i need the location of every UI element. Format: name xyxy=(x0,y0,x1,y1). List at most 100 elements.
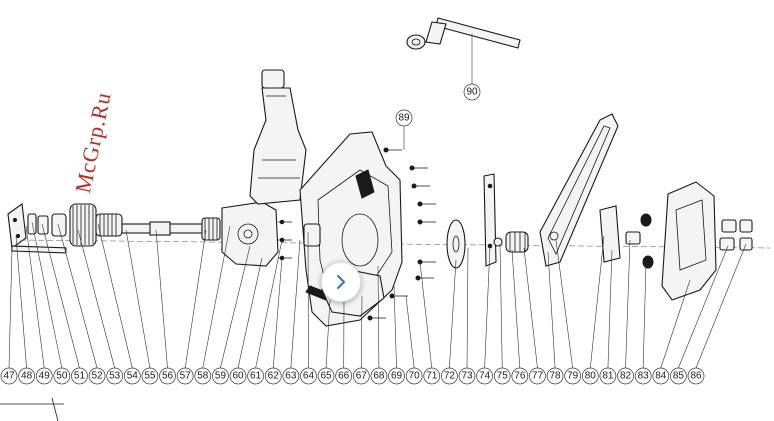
leader-line xyxy=(237,257,263,369)
callout-77-label: 77 xyxy=(532,371,544,382)
leader-line xyxy=(499,243,503,369)
callout-74-label: 74 xyxy=(479,371,491,382)
callout-57 xyxy=(176,367,194,385)
callout-69-label: 69 xyxy=(391,371,403,382)
callout-48-label: 48 xyxy=(21,371,33,382)
callout-84-label: 84 xyxy=(655,371,667,382)
callout-75 xyxy=(493,367,511,385)
leader-line xyxy=(466,247,469,369)
part-clutch-plate xyxy=(446,173,497,269)
leader-line xyxy=(625,239,631,369)
callout-48 xyxy=(18,367,35,385)
leader-line xyxy=(393,285,397,369)
callout-85-label: 85 xyxy=(673,371,685,382)
part-t-wrench xyxy=(406,17,521,50)
callout-80 xyxy=(581,367,599,385)
leader-line xyxy=(547,251,556,369)
callout-74 xyxy=(476,367,493,385)
callout-78-label: 78 xyxy=(550,371,562,382)
leader-line xyxy=(642,261,647,369)
callout-58 xyxy=(194,367,212,385)
callout-62-label: 62 xyxy=(268,371,280,382)
part-guide-bar xyxy=(539,113,619,267)
leader-line xyxy=(449,259,457,369)
callout-66-label: 66 xyxy=(338,371,350,382)
callout-52 xyxy=(88,367,106,385)
callout-71 xyxy=(423,367,441,385)
callout-81-label: 81 xyxy=(602,371,614,382)
leader-line xyxy=(523,247,538,369)
callout-67-label: 67 xyxy=(356,371,368,382)
callout-73 xyxy=(458,367,476,385)
callout-53-label: 53 xyxy=(109,371,121,382)
next-page-button[interactable] xyxy=(321,262,361,302)
callout-63 xyxy=(282,367,300,385)
part-oil-tank xyxy=(249,69,307,205)
callout-69 xyxy=(388,367,405,385)
callout-51 xyxy=(71,367,88,385)
callout-75-label: 75 xyxy=(497,371,509,382)
callout-90 xyxy=(463,83,481,101)
callout-83 xyxy=(634,367,652,385)
leader-line xyxy=(484,245,491,369)
callout-53 xyxy=(106,367,124,385)
leader-line xyxy=(695,243,747,369)
leader-line xyxy=(8,247,13,369)
callout-77 xyxy=(529,367,546,385)
chevron-right-icon xyxy=(337,275,345,289)
callout-71-label: 71 xyxy=(426,371,438,382)
leader-line xyxy=(419,261,433,369)
callout-72-label: 72 xyxy=(444,371,456,382)
callout-56-label: 56 xyxy=(162,371,174,382)
leader-line xyxy=(405,295,415,369)
callout-89 xyxy=(395,109,413,127)
callout-47-label: 47 xyxy=(3,371,15,382)
assembly-axis xyxy=(19,239,771,249)
callout-60 xyxy=(229,367,247,385)
callout-82-label: 82 xyxy=(620,371,632,382)
callout-61-label: 61 xyxy=(250,371,262,382)
callout-65 xyxy=(317,367,335,385)
leader-line xyxy=(290,239,301,369)
leader-line xyxy=(361,295,363,369)
callout-59 xyxy=(212,367,229,385)
callout-63-label: 63 xyxy=(285,371,297,382)
part-large-gear xyxy=(69,203,123,247)
leader-line xyxy=(272,257,283,369)
callout-54 xyxy=(123,367,141,385)
leader-line xyxy=(607,249,613,369)
leader-line xyxy=(555,239,573,369)
callout-57-label: 57 xyxy=(180,371,192,382)
part-sprocket xyxy=(493,231,529,253)
callout-59-label: 59 xyxy=(215,371,227,382)
leader-line xyxy=(41,223,80,369)
leader-line xyxy=(15,235,27,369)
callout-60-label: 60 xyxy=(232,371,244,382)
callout-56 xyxy=(159,367,176,385)
leader-line xyxy=(511,249,521,369)
leader-line xyxy=(77,229,115,369)
leader-line xyxy=(97,223,133,369)
callout-78 xyxy=(546,367,564,385)
callout-84 xyxy=(652,367,670,385)
leader-line xyxy=(125,229,151,369)
leader-line xyxy=(25,225,45,369)
part-screws xyxy=(367,147,436,321)
callout-79-label: 79 xyxy=(567,371,579,382)
callout-89-label: 89 xyxy=(398,113,410,124)
callout-90-label: 90 xyxy=(466,87,478,98)
callout-68 xyxy=(370,367,388,385)
callout-86-label: 86 xyxy=(690,371,702,382)
leader-lines xyxy=(8,221,747,369)
leader-line xyxy=(31,221,63,369)
part-tensioner xyxy=(599,205,654,269)
callout-50-label: 50 xyxy=(56,371,68,382)
callout-76 xyxy=(511,367,529,385)
callout-55-label: 55 xyxy=(144,371,156,382)
callout-61 xyxy=(247,367,264,385)
page-corner-mark xyxy=(0,397,64,421)
callout-70-label: 70 xyxy=(409,371,421,382)
leader-line xyxy=(255,239,283,369)
